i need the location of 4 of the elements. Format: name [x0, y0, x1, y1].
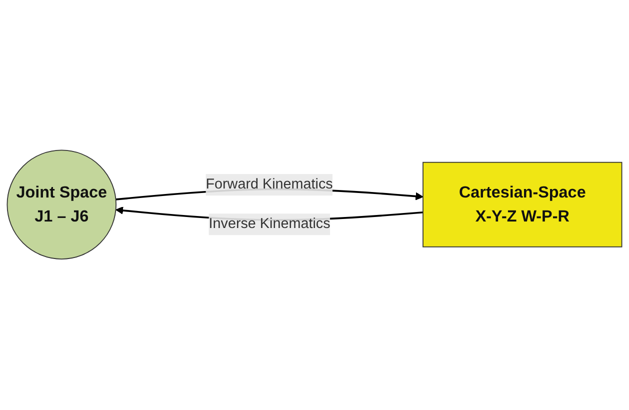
node-box: Cartesian-Space X-Y-Z W-P-R [422, 162, 622, 248]
edge-label: Inverse Kinematics [208, 216, 330, 232]
node-circle: Joint Space J1 – J6 [6, 150, 116, 260]
edge-label: Forward Kinematics [206, 177, 333, 192]
